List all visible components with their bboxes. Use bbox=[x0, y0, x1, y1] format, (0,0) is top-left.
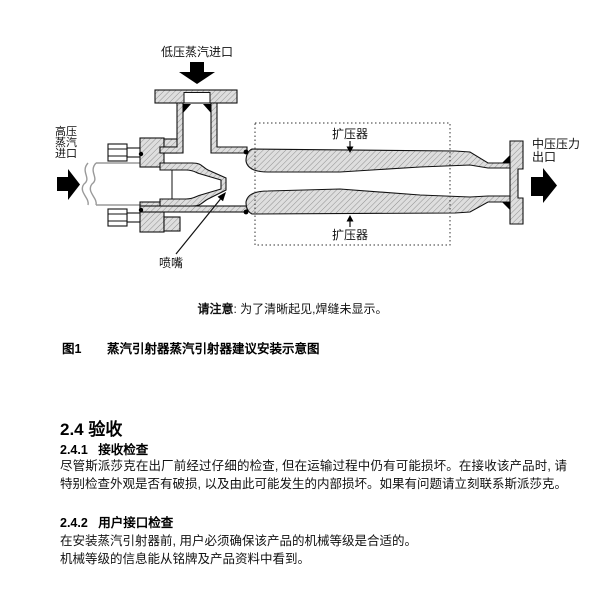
flange-bolt-bottom bbox=[107, 208, 142, 227]
flow-arrow-left-inlet bbox=[57, 169, 80, 200]
paragraph-2-4-2-line1: 在安装蒸汽引射器前, 用户必须确保该产品的机械等级是合适的。 bbox=[60, 534, 417, 548]
heading-2-4-2-title: 用户接口检查 bbox=[98, 516, 174, 530]
figure-number: 图1 bbox=[62, 342, 82, 356]
weld-mark-left bbox=[183, 104, 191, 113]
figure-title: 蒸汽引射器蒸汽引射器建议安装示意图 bbox=[106, 342, 320, 356]
section-heading-2-4-2: 2.4.2 用户接口检查 bbox=[60, 516, 173, 531]
nozzle-body bbox=[159, 162, 227, 207]
heading-2-4-1-title: 接收检查 bbox=[98, 443, 149, 457]
diffuser-wall-bottom bbox=[245, 188, 513, 215]
label-diffuser-top: 扩压器 bbox=[332, 127, 368, 141]
section-heading-2-4: 2.4 验收 bbox=[60, 420, 123, 439]
figure-caption: 图1 蒸汽引射器蒸汽引射器建议安装示意图 bbox=[62, 338, 319, 357]
label-outlet-line2: 出口 bbox=[532, 150, 556, 164]
outlet-flange bbox=[509, 140, 524, 225]
flange-bolt-top bbox=[107, 143, 142, 162]
diffuser-dotted-box bbox=[254, 122, 451, 246]
weld-dots bbox=[138, 149, 249, 215]
label-high-pressure-line2: 蒸汽 bbox=[55, 135, 77, 149]
paragraph-2-4-1: 尽管斯派莎克在出厂前经过仔细的检查, 但在运输过程中仍有可能损坏。在接收该产品时… bbox=[60, 459, 567, 491]
section-heading-2-4-1: 2.4.1 接收检查 bbox=[60, 443, 148, 458]
flow-arrow-down bbox=[179, 62, 215, 84]
weld-mark-right bbox=[203, 104, 211, 113]
outlet-weld-bottom bbox=[502, 202, 510, 210]
paragraph-2-4-2: 在安装蒸汽引射器前, 用户必须确保该产品的机械等级是合适的。 机械等级的信息能从… bbox=[60, 532, 567, 568]
note-bold: 请注意 bbox=[197, 302, 234, 316]
flow-arrow-outlet bbox=[531, 168, 557, 203]
label-low-pressure-inlet: 低压蒸汽进口 bbox=[161, 44, 233, 59]
note-line: 请注意: 为了清晰起见,焊缝未显示。 bbox=[0, 300, 585, 317]
heading-2-4-1-number: 2.4.1 bbox=[60, 443, 88, 457]
label-high-pressure-line3: 进口 bbox=[55, 147, 77, 160]
label-diffuser-bottom: 扩压器 bbox=[332, 228, 368, 242]
label-high-pressure-line1: 高压 bbox=[55, 124, 77, 138]
diffuser-pointer-bottom bbox=[346, 215, 354, 227]
outlet-weld-top bbox=[502, 155, 510, 163]
diffuser-wall-top bbox=[245, 148, 513, 173]
broken-inlet-pipe bbox=[81, 162, 140, 206]
label-nozzle: 喷嘴 bbox=[159, 256, 183, 270]
label-outlet-line1: 中压压力 bbox=[532, 136, 580, 151]
top-inlet-branch bbox=[154, 89, 248, 154]
heading-2-4-2-number: 2.4.2 bbox=[60, 516, 88, 530]
diffuser-pointer-top bbox=[346, 141, 354, 153]
note-rest: : 为了清晰起见,焊缝未显示。 bbox=[233, 302, 388, 316]
nozzle-pointer bbox=[175, 192, 226, 255]
paragraph-2-4-2-line2: 机械等级的信息能从铭牌及产品资料中看到。 bbox=[60, 552, 311, 566]
ejector-diagram: 低压蒸汽进口 高压 蒸汽 进口 扩压器 扩压器 中压压力 出口 喷嘴 bbox=[55, 44, 580, 270]
